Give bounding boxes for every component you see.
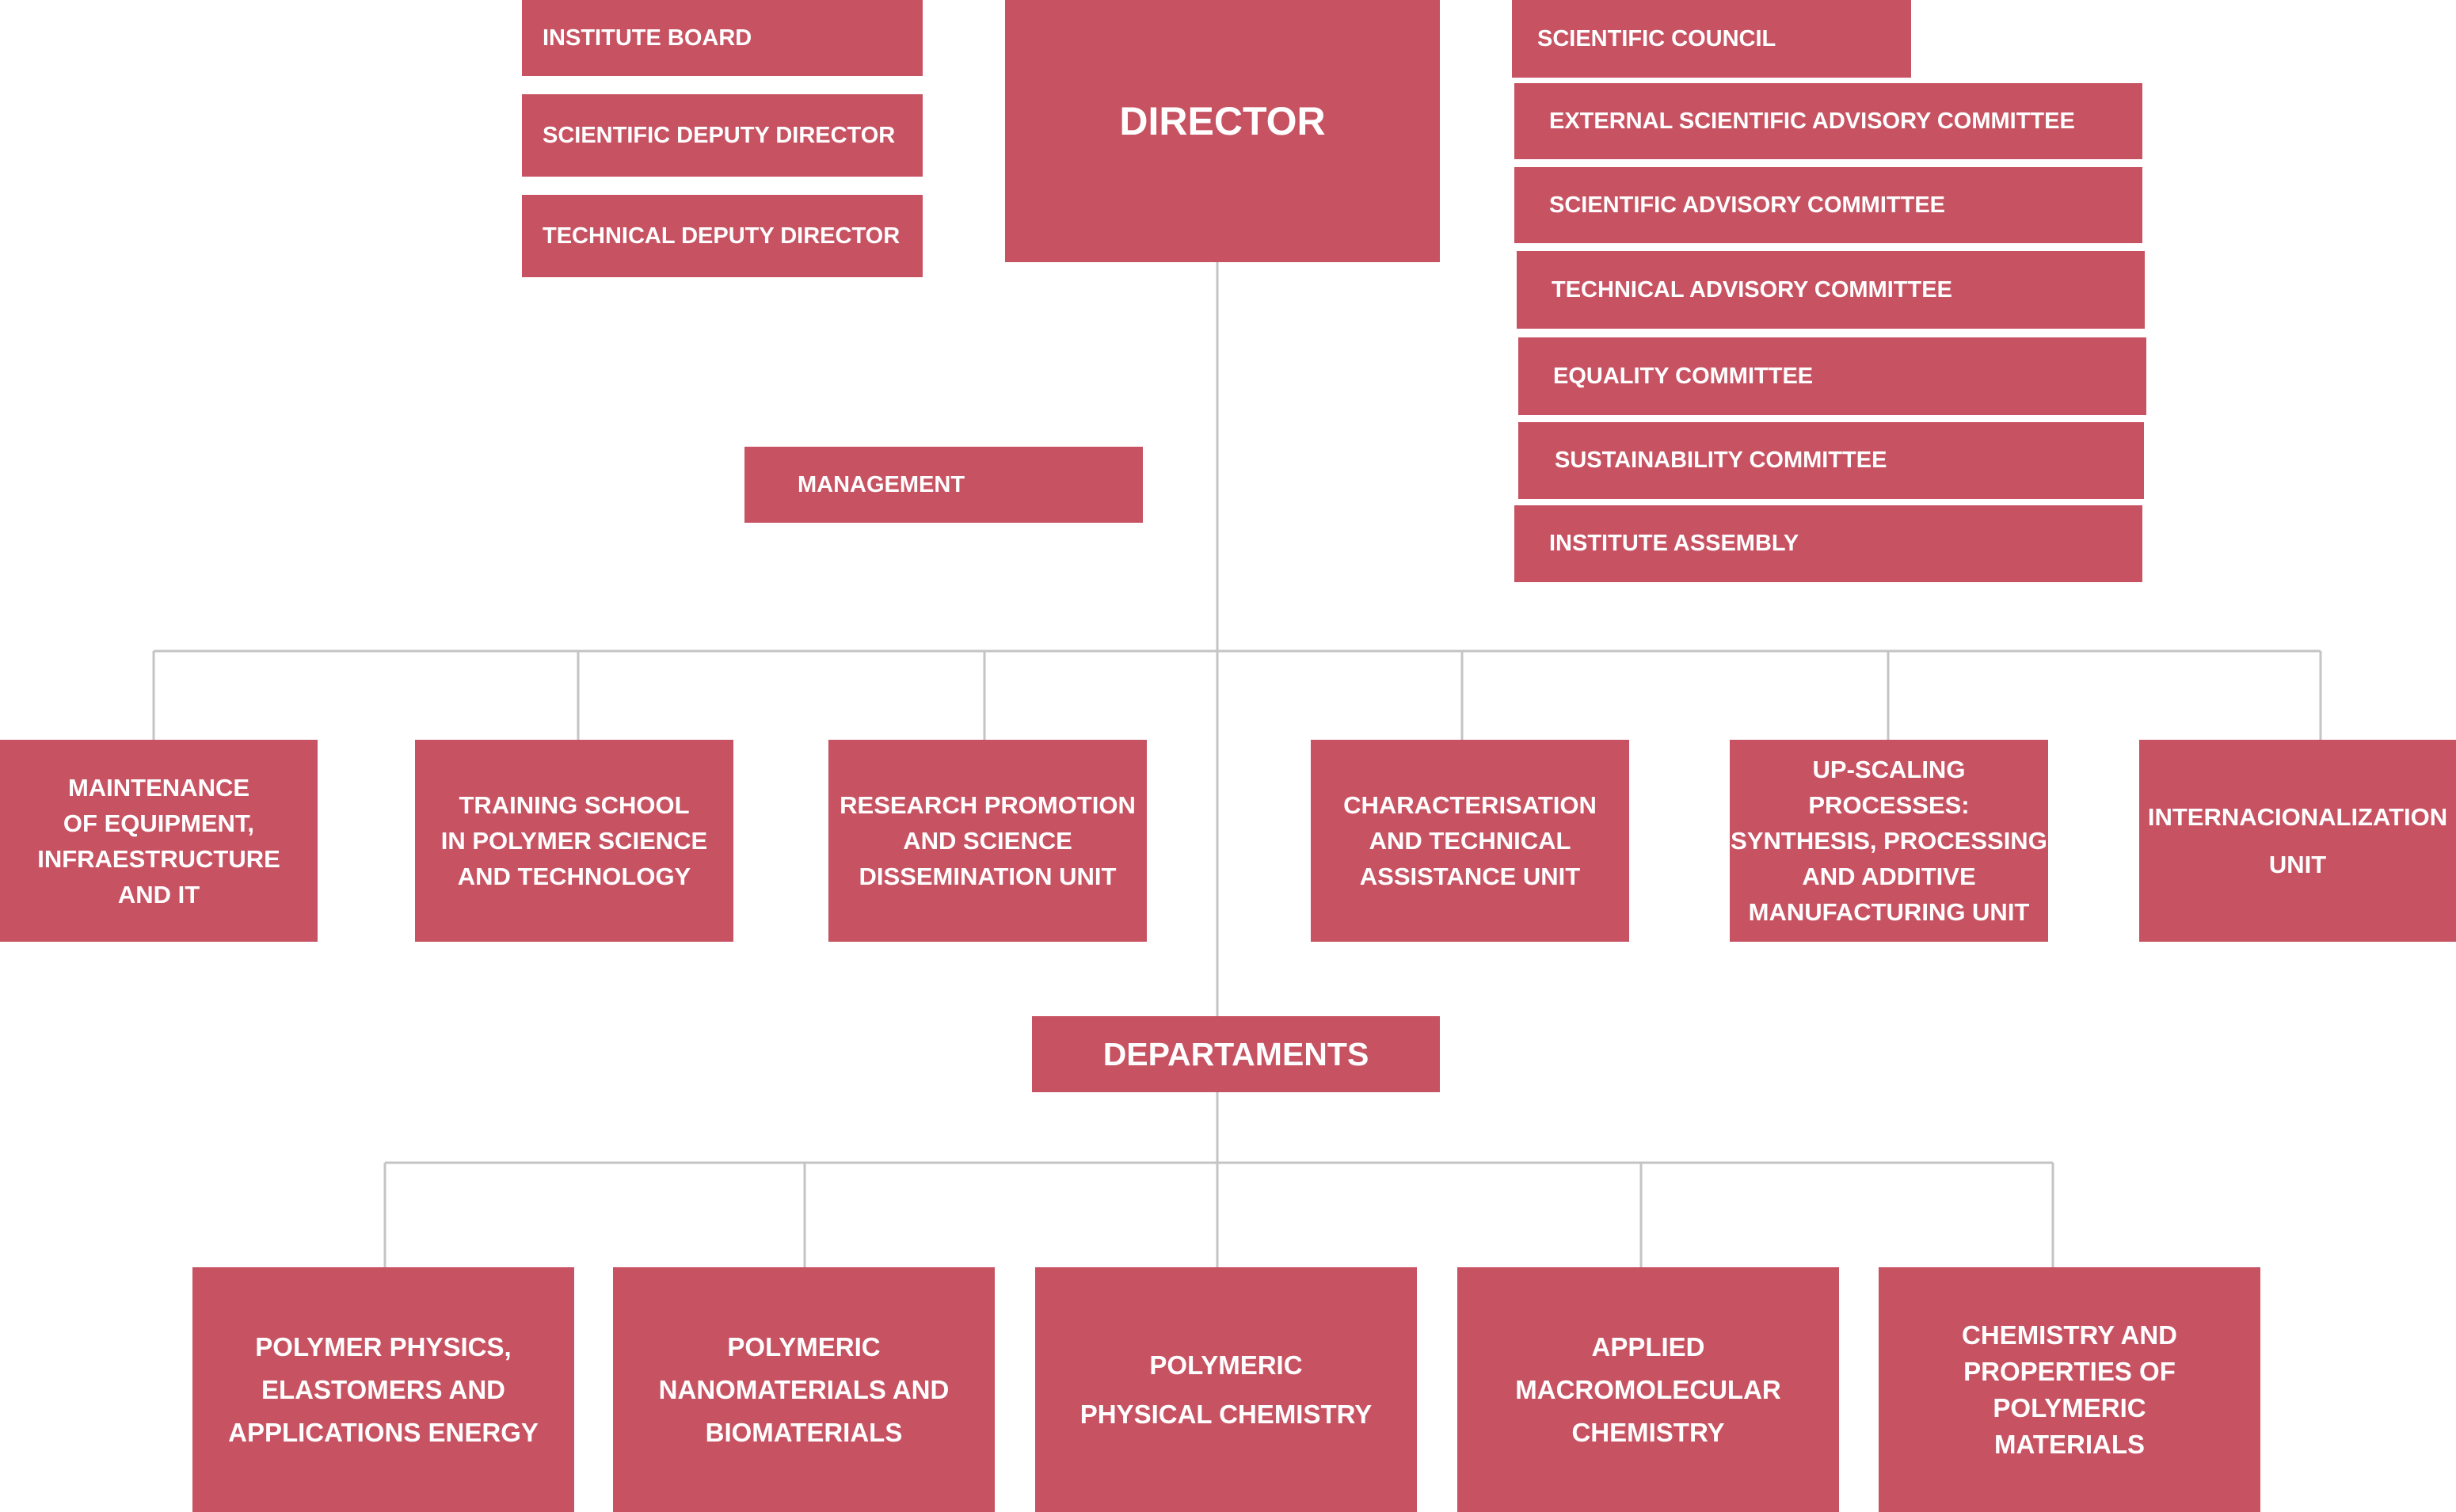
dept-polymer-physics-box: POLYMER PHYSICS, ELASTOMERS AND APPLICAT… xyxy=(192,1267,574,1512)
unit-research-promotion-box: RESEARCH PROMOTION AND SCIENCE DISSEMINA… xyxy=(828,740,1147,942)
unit-up-scaling-box: UP-SCALING PROCESSES: SYNTHESIS, PROCESS… xyxy=(1730,740,2048,942)
unit-characterisation-box: CHARACTERISATION AND TECHNICAL ASSISTANC… xyxy=(1311,740,1629,942)
dept-polymeric-nanomaterials-label: POLYMERIC NANOMATERIALS AND BIOMATERIALS xyxy=(658,1331,950,1447)
unit-internacionalization-label: INTERNACIONALIZATION UNIT xyxy=(2147,802,2448,878)
sustainability-committee-box: SUSTAINABILITY COMMITTEE xyxy=(1518,422,2144,499)
equality-committee-box: EQUALITY COMMITTEE xyxy=(1518,337,2146,415)
equality-committee-label: EQUALITY COMMITTEE xyxy=(1553,363,1814,389)
unit-research-promotion-label: RESEARCH PROMOTION AND SCIENCE DISSEMINA… xyxy=(840,791,1136,890)
unit-training-school-label: TRAINING SCHOOL IN POLYMER SCIENCE AND T… xyxy=(440,791,708,890)
institute-board-label: INSTITUTE BOARD xyxy=(543,25,752,51)
director-label: DIRECTOR xyxy=(1119,99,1326,143)
institute-assembly-label: INSTITUTE ASSEMBLY xyxy=(1549,531,1799,557)
unit-characterisation-label: CHARACTERISATION AND TECHNICAL ASSISTANC… xyxy=(1343,791,1597,890)
departaments-label: DEPARTAMENTS xyxy=(1102,1035,1369,1072)
unit-maintenance-label: MAINTENANCE OF EQUIPMENT, INFRAESTRUCTUR… xyxy=(37,773,280,908)
dept-polymeric-physical-chemistry-label: POLYMERIC PHYSICAL CHEMISTRY xyxy=(1079,1350,1373,1429)
dept-polymeric-physical-chemistry-box: POLYMERIC PHYSICAL CHEMISTRY xyxy=(1035,1267,1417,1512)
scientific-deputy-director-box: SCIENTIFIC DEPUTY DIRECTOR xyxy=(522,94,923,177)
institute-board-box: INSTITUTE BOARD xyxy=(522,0,923,76)
management-box: MANAGEMENT xyxy=(744,447,1143,523)
technical-deputy-director-box: TECHNICAL DEPUTY DIRECTOR xyxy=(522,195,923,277)
dept-chemistry-properties-box: CHEMISTRY AND PROPERTIES OF POLYMERIC MA… xyxy=(1879,1267,2260,1512)
technical-deputy-director-label: TECHNICAL DEPUTY DIRECTOR xyxy=(543,223,901,249)
dept-polymeric-nanomaterials-box: POLYMERIC NANOMATERIALS AND BIOMATERIALS xyxy=(613,1267,995,1512)
dept-applied-macromolecular-box: APPLIED MACROMOLECULAR CHEMISTRY xyxy=(1457,1267,1839,1512)
unit-training-school-box: TRAINING SCHOOL IN POLYMER SCIENCE AND T… xyxy=(415,740,733,942)
sustainability-committee-label: SUSTAINABILITY COMMITTEE xyxy=(1555,448,1887,474)
dept-chemistry-properties-label: CHEMISTRY AND PROPERTIES OF POLYMERIC MA… xyxy=(1962,1320,2177,1459)
unit-internacionalization-box: INTERNACIONALIZATION UNIT xyxy=(2139,740,2456,942)
institute-assembly-box: INSTITUTE ASSEMBLY xyxy=(1514,505,2142,582)
dept-polymer-physics-label: POLYMER PHYSICS, ELASTOMERS AND APPLICAT… xyxy=(228,1331,539,1447)
director-box: DIRECTOR xyxy=(1005,0,1440,262)
external-scientific-advisory-committee-label: EXTERNAL SCIENTIFIC ADVISORY COMMITTEE xyxy=(1549,108,2075,134)
scientific-advisory-committee-box: SCIENTIFIC ADVISORY COMMITTEE xyxy=(1514,167,2142,243)
management-label: MANAGEMENT xyxy=(798,471,965,497)
scientific-council-box: SCIENTIFIC COUNCIL xyxy=(1512,0,1911,78)
unit-maintenance-box: MAINTENANCE OF EQUIPMENT, INFRAESTRUCTUR… xyxy=(0,740,318,942)
dept-applied-macromolecular-label: APPLIED MACROMOLECULAR CHEMISTRY xyxy=(1515,1331,1781,1447)
scientific-council-label: SCIENTIFIC COUNCIL xyxy=(1537,25,1776,51)
technical-advisory-committee-box: TECHNICAL ADVISORY COMMITTEE xyxy=(1517,251,2145,329)
technical-advisory-committee-label: TECHNICAL ADVISORY COMMITTEE xyxy=(1552,276,1952,303)
external-scientific-advisory-committee-box: EXTERNAL SCIENTIFIC ADVISORY COMMITTEE xyxy=(1514,83,2142,159)
scientific-advisory-committee-label: SCIENTIFIC ADVISORY COMMITTEE xyxy=(1549,192,1946,218)
departaments-box: DEPARTAMENTS xyxy=(1032,1016,1440,1092)
scientific-deputy-director-label: SCIENTIFIC DEPUTY DIRECTOR xyxy=(543,122,896,148)
unit-up-scaling-label: UP-SCALING PROCESSES: SYNTHESIS, PROCESS… xyxy=(1731,756,2047,926)
